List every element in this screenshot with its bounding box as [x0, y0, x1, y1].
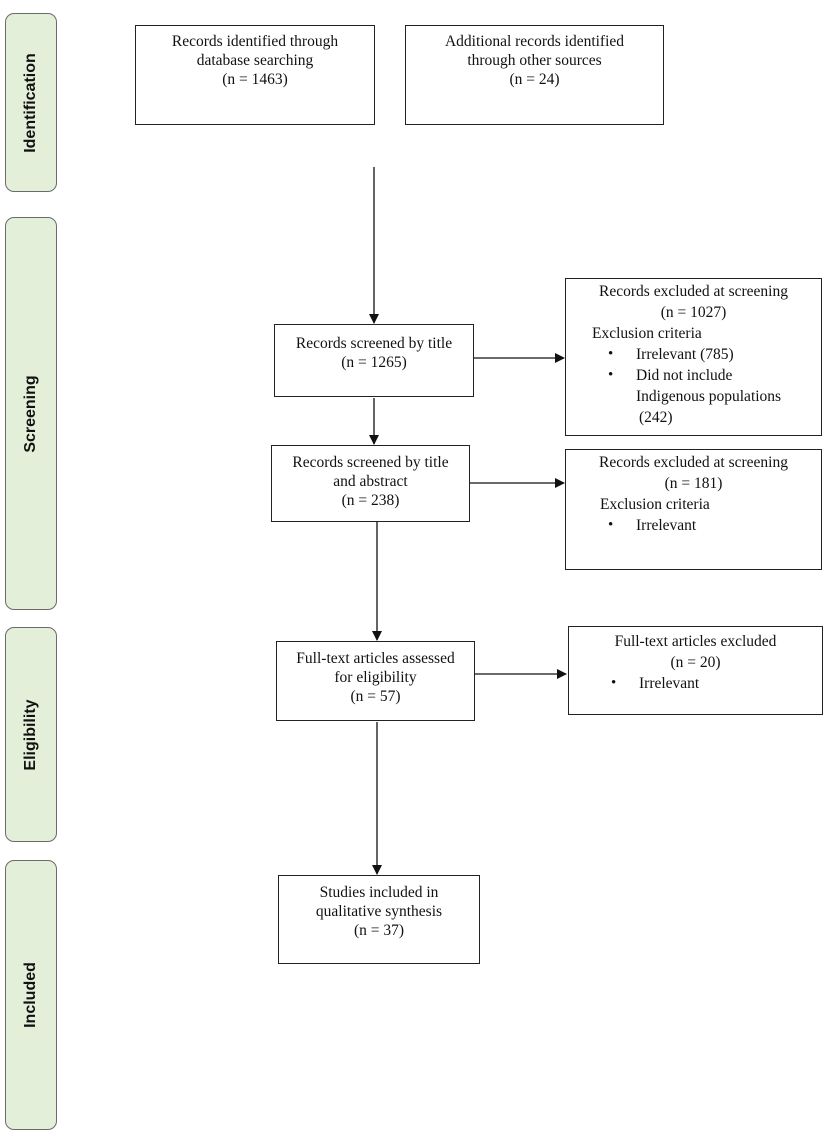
screened-title-box: Records screened by title (n = 1265) — [274, 324, 474, 397]
box-text: for eligibility — [334, 669, 417, 686]
other-sources-box: Additional records identified through ot… — [405, 25, 664, 125]
exclusion-criteria-list: Irrelevant — [569, 673, 822, 694]
box-count: (n = 1463) — [222, 71, 288, 88]
box-count: (n = 1265) — [341, 354, 407, 371]
box-text: Records screened by title — [295, 335, 453, 352]
box-text: and abstract — [333, 473, 408, 490]
fulltext-exclusion-box: Full-text articles excluded (n = 20) Irr… — [568, 626, 823, 715]
exclusion-title: Records excluded at screening — [599, 454, 788, 471]
box-count: (n = 238) — [341, 492, 400, 509]
fulltext-assessed-box: Full-text articles assessed for eligibil… — [276, 641, 475, 721]
list-item: Irrelevant — [611, 673, 822, 694]
box-text: through other sources — [467, 52, 602, 69]
title-exclusion-box: Records excluded at screening (n = 1027)… — [565, 278, 822, 436]
exclusion-criteria-label: Exclusion criteria — [592, 325, 702, 342]
list-item: Irrelevant (785) — [608, 344, 821, 365]
studies-included-box: Studies included in qualitative synthesi… — [278, 875, 480, 964]
exclusion-criteria-list: Irrelevant — [566, 515, 821, 536]
exclusion-title: Full-text articles excluded — [614, 633, 777, 650]
phase-identification: Identification — [5, 13, 57, 192]
phase-eligibility: Eligibility — [5, 627, 57, 842]
database-records-box: Records identified through database sear… — [135, 25, 375, 125]
phase-included: Included — [5, 860, 57, 1130]
box-text: Studies included in — [319, 884, 439, 901]
abstract-exclusion-box: Records excluded at screening (n = 181) … — [565, 449, 822, 570]
exclusion-count: (n = 181) — [664, 475, 723, 492]
exclusion-count: (n = 20) — [670, 654, 721, 671]
phase-screening: Screening — [5, 217, 57, 610]
box-count: (n = 24) — [509, 71, 560, 88]
box-text: qualitative synthesis — [315, 903, 443, 920]
exclusion-title: Records excluded at screening — [599, 283, 788, 300]
exclusion-criteria-list: Irrelevant (785) Did not includeIndigeno… — [566, 344, 821, 407]
screened-abstract-box: Records screened by title and abstract (… — [271, 445, 470, 522]
box-text: Additional records identified — [444, 33, 625, 50]
exclusion-count: (n = 1027) — [660, 304, 727, 321]
box-text: database searching — [196, 52, 314, 69]
list-item: Irrelevant — [608, 515, 821, 536]
list-item-text: Indigenous populations — [636, 388, 782, 405]
exclusion-criteria-label: Exclusion criteria — [600, 496, 710, 513]
box-text: Full-text articles assessed — [296, 650, 455, 667]
box-count: (n = 57) — [350, 688, 401, 705]
box-text: Records identified through — [171, 33, 339, 50]
box-text: Records screened by title — [292, 454, 449, 471]
list-item-text: Did not include — [636, 367, 733, 384]
list-item-continuation: (242) — [639, 409, 673, 426]
box-count: (n = 37) — [353, 922, 405, 939]
